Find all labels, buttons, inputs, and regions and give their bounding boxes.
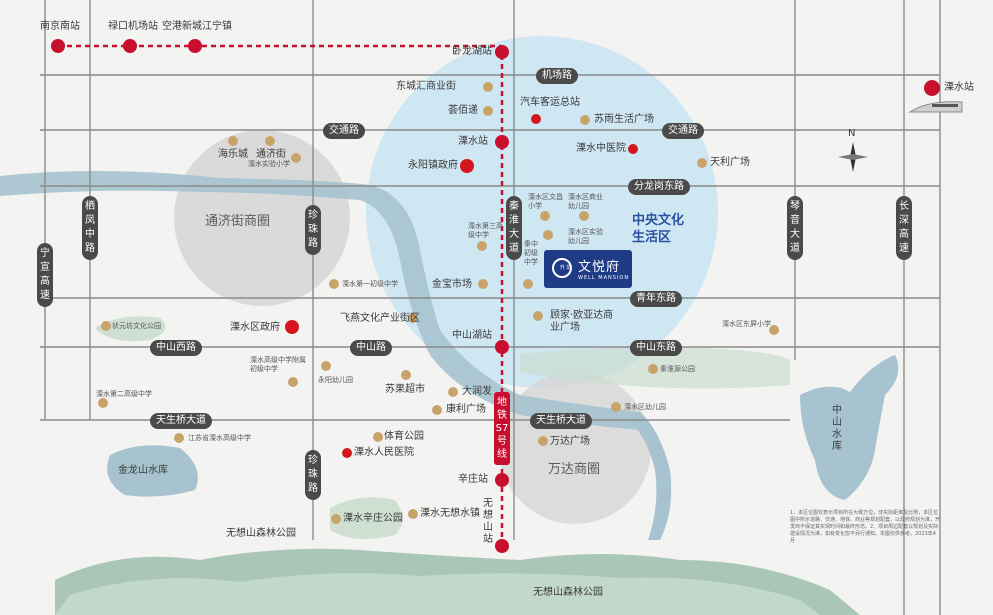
poi-wanda-plaza: 万达广场 [550,436,590,447]
station-wolonghu: 卧龙湖站 [452,46,492,57]
metro-line-label: 地铁S7号线 [494,392,510,465]
station-nanjing-south: 南京南站 [40,21,80,32]
poi-commercial-kg: 溧水区商业幼儿园 [568,193,603,210]
poi-lishui-no3: 溧水第三高级中学 [468,222,503,239]
station-lishui: 溧水站 [458,136,488,147]
poi-lishui-primary: 溧水实验小学 [248,160,290,168]
xinzhuang-park-area [330,497,403,539]
station-zhongshanhu: 中山湖站 [452,330,492,341]
poi-qinzhong: 秦中初级中学 [524,240,538,266]
compass-north: N [848,128,856,139]
poi-yongyang-kg: 永阳幼儿园 [318,376,353,384]
poi-lishui-tcm: 溧水中医院 [576,143,626,154]
poi-wuxiangshan-park-left: 无想山森林公园 [226,528,296,539]
poi-wenjing-primary: 溧水区文昌小学 [528,193,563,210]
area-wanda: 万达商圈 [548,462,601,477]
wanda-zone-circle [499,372,651,524]
road-zhongshan-east: 中山东路 [630,340,682,356]
poi-tongjijie: 通济街 [256,149,286,160]
metro-station-icons [51,39,940,553]
project-sub: WELL MANSION [578,275,630,281]
station-xinzhuang: 辛庄站 [458,474,488,485]
poi-yuanxing-kg: 溧水区幼儿园 [624,403,666,411]
poi-qinhuai-park: 秦淮源公园 [660,365,695,373]
zhongshan-reservoir [800,355,899,500]
road-qingnian: 青年东路 [630,291,682,307]
poi-district-gov: 溧水区政府 [230,322,280,333]
disclaimer: 1、本区位图仅表示项目所在大致方位，非实际距离及比例，本区位图中所示道路、交通、… [790,510,941,544]
poi-zhongshan-reservoir: 中山水库 [832,405,842,452]
road-ningxuan: 宁宣高速 [37,243,53,307]
river [0,170,640,431]
road-qifeng: 栖凤中路 [82,196,98,260]
poi-suyu: 苏雨生活广场 [594,114,654,125]
poi-darunfa: 大润发 [462,386,492,397]
road-zhenzhu-upper: 珍珠路 [305,205,321,255]
logo-mark-icon [552,258,572,278]
project-brand: 文悦府 [578,260,621,275]
poi-wuxiangshan-park-bottom: 无想山森林公园 [533,587,603,598]
road-fenlonggang: 分龙岗东路 [628,179,690,195]
poi-xinzhuang-park: 溧水辛庄公园 [343,513,403,524]
station-airport-new-city: 空港新城江宁镇 [162,21,232,32]
road-jiaotong-left: 交通路 [323,123,365,139]
poi-feihe: 飞燕文化产业街区 [340,313,420,324]
poi-lishui-high-attached: 溧水高级中学附属初级中学 [250,356,306,373]
poi-gujia: 顾家·欧亚达商业广场 [550,310,614,333]
poi-tiyu: 体育公园 [384,431,424,442]
poi-huibaidi: 荟佰递 [448,105,478,116]
station-wuxiangshan: 无想山站 [483,498,493,545]
road-zhongshan-west: 中山西路 [150,340,202,356]
project-mark: 升龙 [560,265,573,271]
poi-hailecheng: 海乐城 [218,149,248,160]
poi-jinlong: 金龙山水库 [118,465,168,476]
station-lukou-airport: 禄口机场站 [108,21,158,32]
poi-lishui-no1: 溧水第一初级中学 [342,280,398,288]
poi-lishui-east-primary: 溧水区东屏小学 [722,320,771,328]
high-speed-train-icon [908,101,963,113]
compass-icon: N [838,128,868,172]
road-changshen: 长深高速 [896,196,912,260]
station-lishui-rail: 溧水站 [944,82,974,93]
mountain-range-front [55,573,820,615]
river-south [630,412,672,540]
road-jiaotong-right: 交通路 [662,123,704,139]
poi-wuxiang-town: 溧水无想水镇 [420,508,480,519]
poi-hospital: 溧水人民医院 [354,447,414,458]
poi-kangli: 康利广场 [446,404,486,415]
road-tianshengqiao-right: 天生桥大道 [530,413,592,429]
poi-yongyang-gov: 永阳镇政府 [408,160,458,171]
road-jichang: 机场路 [536,68,578,84]
poi-dongchenghui: 东城汇商业街 [396,81,456,92]
jinlong-reservoir [107,445,198,497]
poi-suguo: 苏果超市 [385,384,425,395]
poi-bus-station: 汽车客运总站 [520,97,580,108]
compass-rose-icon [838,142,868,172]
poi-lishui-no2: 溧水第二高级中学 [96,390,152,398]
road-tianshengqiao-left: 天生桥大道 [150,413,212,429]
area-tongjijie: 通济街商圈 [205,214,271,229]
road-qinhuai: 秦淮大道 [506,196,522,260]
road-zhongshan: 中山路 [350,340,392,356]
project-logo: 文悦府 WELL MANSION 升龙 [544,250,632,288]
road-qinyin: 琴音大道 [787,196,803,260]
poi-zhuangyuanfang: 状元坊文化公园 [112,322,161,330]
zhuangyuan-park-area [95,316,166,342]
poi-experimental-kg: 溧水区实验幼儿园 [568,228,603,245]
road-zhenzhu-lower: 珍珠路 [305,450,321,500]
tongjijie-zone-circle [174,130,350,306]
area-central: 中央文化生活区 [632,213,685,245]
poi-jiangsu-high: 江苏省溧水高级中学 [188,434,251,442]
poi-tianli: 天利广场 [710,157,750,168]
poi-jinbao: 金宝市场 [432,279,472,290]
